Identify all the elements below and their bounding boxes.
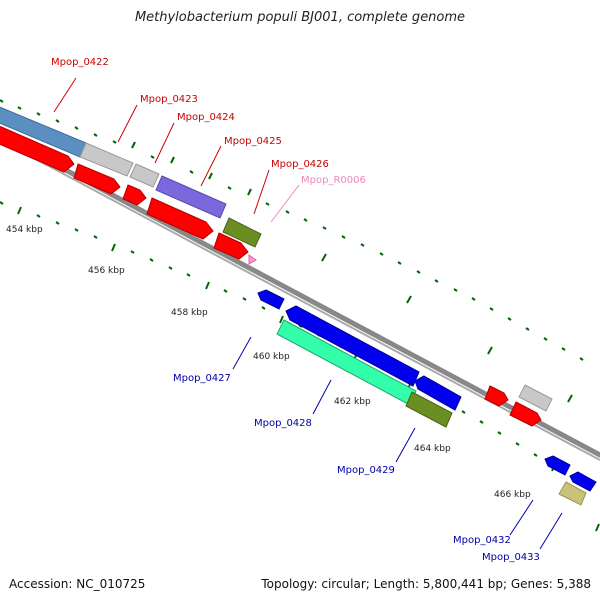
gene-0424-cds[interactable] xyxy=(122,184,147,206)
kbp-label-460: 460 kbp xyxy=(253,352,290,362)
kbp-label-464: 464 kbp xyxy=(414,444,451,454)
gene-label-0423[interactable]: Mpop_0423 xyxy=(140,94,198,105)
gene-label-0432[interactable]: Mpop_0432 xyxy=(453,535,511,546)
outer-tick-row xyxy=(0,99,584,361)
gene-0428-cds[interactable] xyxy=(285,305,420,387)
gene-0430-cds[interactable] xyxy=(484,385,509,407)
gene-label-R0006[interactable]: Mpop_R0006 xyxy=(301,175,366,186)
gene-0422-cds[interactable] xyxy=(0,122,75,173)
gene-0425-cog-bar[interactable] xyxy=(155,175,227,219)
outer-major-ticks xyxy=(131,141,573,403)
gene-0429-cog-bar[interactable] xyxy=(405,391,453,428)
gene-0426-cog-bar[interactable] xyxy=(222,217,262,248)
gene-0430-cog-bar[interactable] xyxy=(518,384,553,412)
label-leaders xyxy=(53,77,563,550)
genome-backbone-inner xyxy=(0,139,600,461)
gene-label-0429[interactable]: Mpop_0429 xyxy=(337,465,395,476)
topology-info: Topology: circular; Length: 5,800,441 bp… xyxy=(261,577,591,591)
inner-tick-row xyxy=(0,201,592,490)
gene-R0006-rna[interactable] xyxy=(248,254,257,265)
accession-info: Accession: NC_010725 xyxy=(9,577,146,591)
gene-label-0428[interactable]: Mpop_0428 xyxy=(254,418,312,429)
kbp-label-454: 454 kbp xyxy=(6,225,43,235)
gene-0433-cds[interactable] xyxy=(569,471,597,492)
gene-label-0433[interactable]: Mpop_0433 xyxy=(482,552,540,563)
inner-major-ticks xyxy=(17,206,600,532)
map-title: Methylobacterium populi BJ001, complete … xyxy=(134,10,466,25)
gene-0423-cog-bar[interactable] xyxy=(79,142,134,177)
kbp-label-466: 466 kbp xyxy=(494,490,531,500)
gene-0424-cog-bar[interactable] xyxy=(129,163,160,188)
gene-label-0422[interactable]: Mpop_0422 xyxy=(51,57,109,68)
kbp-label-456: 456 kbp xyxy=(88,266,125,276)
gene-0427-cds[interactable] xyxy=(257,289,285,310)
gene-0423-cds[interactable] xyxy=(73,163,121,195)
gene-label-0427[interactable]: Mpop_0427 xyxy=(173,373,231,384)
gene-0433-cog-bar[interactable] xyxy=(558,481,587,506)
gene-0431-cds[interactable] xyxy=(509,401,542,427)
gene-label-0426[interactable]: Mpop_0426 xyxy=(271,159,329,170)
gene-0425-cds[interactable] xyxy=(146,197,214,240)
gene-label-0424[interactable]: Mpop_0424 xyxy=(177,112,235,123)
gene-0432-cds[interactable] xyxy=(544,455,571,476)
kbp-label-462: 462 kbp xyxy=(334,397,371,407)
gene-0429-cds[interactable] xyxy=(414,375,462,411)
gene-label-0425[interactable]: Mpop_0425 xyxy=(224,136,282,147)
gene-0426-cds[interactable] xyxy=(213,232,249,260)
kbp-label-458: 458 kbp xyxy=(171,308,208,318)
